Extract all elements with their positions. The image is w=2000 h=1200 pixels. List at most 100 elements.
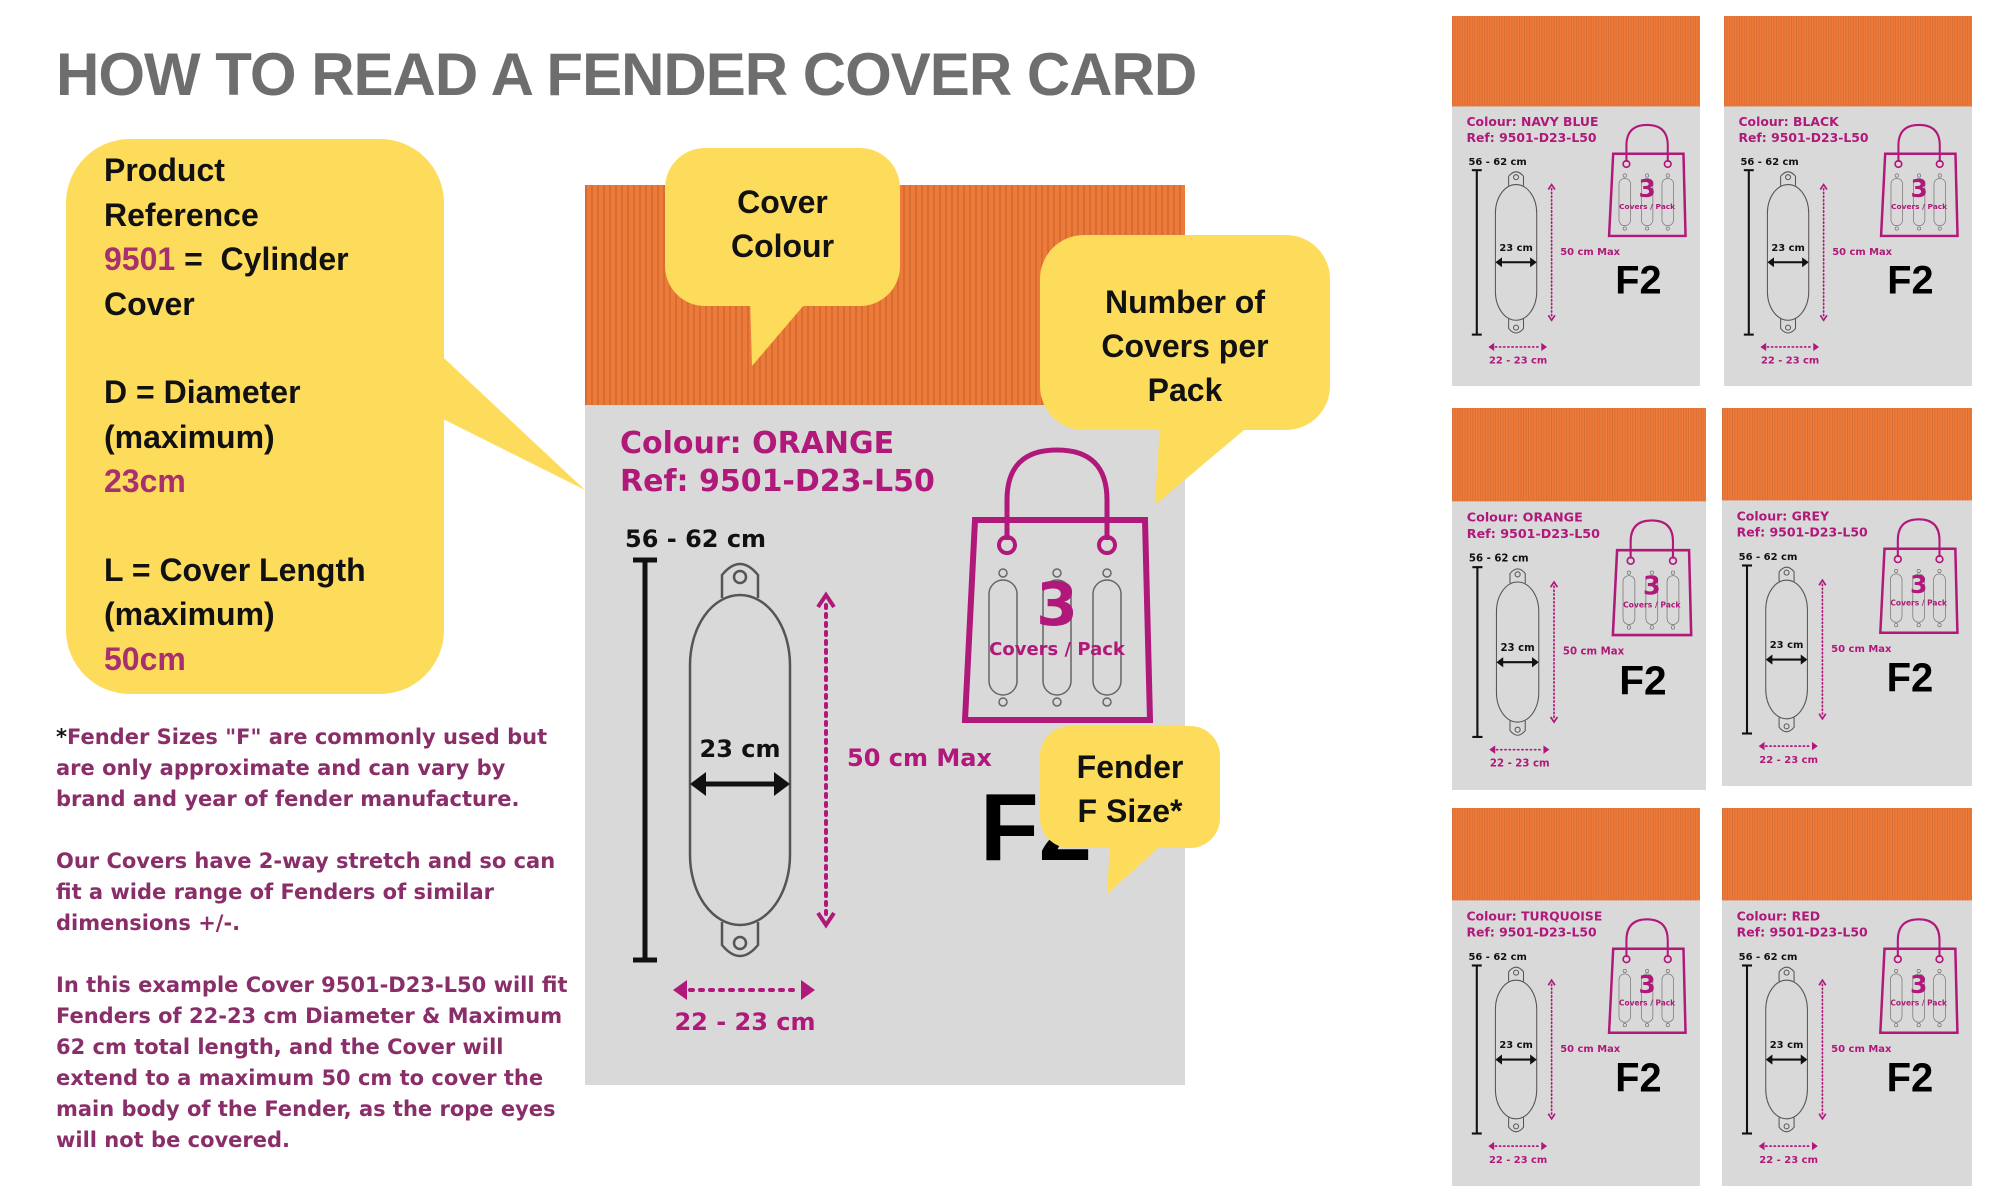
- total-length-label: 56 - 62 cm: [1739, 952, 1798, 963]
- diameter-label: 23 cm: [1770, 1040, 1804, 1051]
- diameter-value: 23cm: [104, 463, 186, 499]
- diameter-arrow-icon: [1495, 1054, 1537, 1065]
- diameter-range-arrow-icon: [1488, 342, 1548, 352]
- colour-swatch: [1452, 808, 1700, 901]
- fender-size-code: F2: [1615, 259, 1661, 303]
- diameter-arrow-icon: [1495, 257, 1537, 268]
- fender-size-callout-shape: [1040, 726, 1220, 894]
- diameter-range-arrow-icon: [1489, 745, 1550, 754]
- fender-outline-icon: [1494, 966, 1538, 1133]
- covers-per-pack-callout-shape: [1040, 235, 1330, 505]
- colour-swatch: [1722, 808, 1972, 901]
- total-length-label: 56 - 62 cm: [625, 525, 766, 553]
- note-paragraph: *Fender Sizes "F" are commonly used but …: [56, 725, 548, 811]
- diameter-range-label: 22 - 23 cm: [1761, 355, 1819, 366]
- diameter-arrow-icon: [1767, 257, 1809, 268]
- colour-label: Colour: NAVY BLUE: [1466, 115, 1598, 129]
- colour-swatch: [1452, 16, 1700, 107]
- total-length-label: 56 - 62 cm: [1469, 952, 1527, 963]
- pack-count: 3: [1910, 570, 1927, 599]
- cover-colour-callout-shape: [665, 148, 900, 366]
- cover-length-arrow-icon: [1818, 978, 1827, 1121]
- callout-line: Cover: [104, 285, 195, 322]
- diameter-range-arrow-icon: [1760, 342, 1820, 352]
- pack-count: 3: [1638, 970, 1655, 999]
- pack-bag-icon: [1879, 518, 1959, 634]
- colour-label: Colour: GREY: [1737, 509, 1830, 524]
- diameter-range-arrow-icon: [1758, 741, 1818, 751]
- pack-count: 3: [1910, 970, 1927, 999]
- cover-length-arrow-icon: [1547, 183, 1556, 322]
- colour-label: Colour: ORANGE: [620, 426, 894, 461]
- product-reference-callout: Product Reference 9501 = Cylinder Cover …: [104, 148, 366, 681]
- pack-bag-icon: [1607, 123, 1687, 238]
- diameter-range-label: 22 - 23 cm: [1489, 1155, 1547, 1166]
- pack-count: 3: [1643, 571, 1661, 601]
- pack-bag-icon: [961, 447, 1154, 723]
- cover-length-arrow-icon: [816, 591, 836, 929]
- diameter-label: 23 cm: [1771, 243, 1804, 254]
- length-label: L = Cover Length: [104, 551, 366, 588]
- total-length-label: 56 - 62 cm: [1741, 157, 1799, 168]
- diameter-label: 23 cm: [1499, 1040, 1532, 1051]
- page-title: HOW TO READ A FENDER COVER CARD: [56, 41, 1197, 108]
- total-length-label: 56 - 62 cm: [1469, 157, 1527, 168]
- colour-label: Colour: TURQUOISE: [1466, 908, 1602, 923]
- cover-length-label: 50 cm Max: [1831, 644, 1892, 655]
- callout-line: Product: [104, 152, 225, 188]
- fender-size-code: F2: [1615, 1056, 1661, 1100]
- reference-label: Ref: 9501-D23-L50: [1737, 524, 1868, 539]
- cover-length-arrow-icon: [1547, 978, 1556, 1121]
- fender-outline-icon: [1494, 171, 1538, 334]
- pack-count: 3: [1036, 570, 1078, 640]
- diameter-range-arrow-icon: [1488, 1141, 1548, 1151]
- pack-label: Covers / Pack: [989, 639, 1126, 660]
- diameter-label: D = Diameter: [104, 374, 301, 410]
- cover-length-label: 50 cm Max: [1560, 1044, 1620, 1055]
- total-length-bar: [1742, 564, 1752, 735]
- diameter-range-arrow-icon: [1758, 1141, 1818, 1151]
- diameter-label: 23 cm: [1500, 643, 1534, 654]
- total-length-bar: [1471, 169, 1482, 336]
- cover-colour-callout: Cover Colour: [730, 184, 835, 264]
- fender-outline-icon: [688, 562, 792, 958]
- fender-outline-icon: [1495, 568, 1540, 736]
- diameter-label: 23 cm: [1770, 640, 1804, 651]
- total-length-bar: [1472, 566, 1483, 739]
- product-code-meaning: = Cylinder: [175, 241, 349, 277]
- callout-line: 9501 = Cylinder: [104, 237, 366, 282]
- reference-label: Ref: 9501-D23-L50: [620, 464, 935, 499]
- total-length-bar: [1742, 964, 1752, 1135]
- diameter-arrow-icon: [1765, 654, 1808, 665]
- pack-label: Covers / Pack: [1623, 600, 1681, 609]
- pack-bag-icon: [1879, 123, 1959, 238]
- product-reference-callout-shape: [66, 139, 585, 694]
- reference-label: Ref: 9501-D23-L50: [1737, 924, 1868, 939]
- diameter-range-label: 22 - 23 cm: [1759, 1155, 1818, 1166]
- cover-length-arrow-icon: [1819, 183, 1828, 322]
- colour-swatch: [1452, 408, 1706, 502]
- diameter-arrow-icon: [690, 772, 790, 796]
- pack-count: 3: [1638, 174, 1655, 203]
- fender-size-notes: *Fender Sizes "F" are commonly used but …: [56, 722, 576, 1187]
- total-length-bar: [1471, 964, 1482, 1135]
- fender-size-code: F2: [1619, 657, 1666, 703]
- pack-bag-icon: [1879, 918, 1959, 1034]
- diameter-arrow-icon: [1765, 1054, 1808, 1065]
- pack-label: Covers / Pack: [1619, 202, 1676, 211]
- cover-length-label: 50 cm Max: [1560, 247, 1620, 258]
- cover-length-label: 50 cm Max: [1563, 647, 1625, 658]
- fender-outline-icon: [1765, 966, 1808, 1133]
- note-paragraph: Our Covers have 2-way stretch and so can…: [56, 849, 556, 935]
- reference-label: Ref: 9501-D23-L50: [1466, 924, 1596, 939]
- total-length-label: 56 - 62 cm: [1739, 552, 1798, 563]
- diameter-qualifier: (maximum): [104, 418, 275, 455]
- colour-swatch: [1722, 408, 1972, 501]
